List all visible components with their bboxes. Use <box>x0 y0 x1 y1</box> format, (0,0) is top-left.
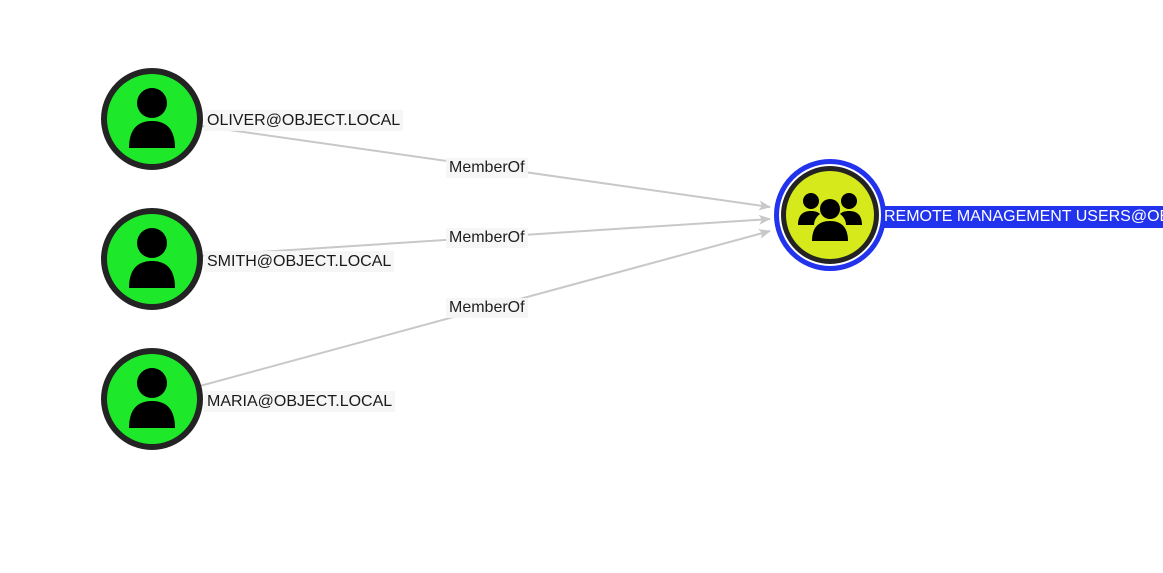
user-node-smith[interactable] <box>101 208 203 310</box>
group-icon <box>798 193 862 241</box>
user-icon <box>129 228 175 288</box>
user-icon <box>129 88 175 148</box>
user-node-maria[interactable] <box>101 348 203 450</box>
user-icon <box>129 368 175 428</box>
user-node-oliver[interactable] <box>101 68 203 170</box>
edge-label-oliver: MemberOf <box>446 158 528 178</box>
user-label-smith: SMITH@OBJECT.LOCAL <box>204 251 395 272</box>
edge-label-maria: MemberOf <box>446 298 528 318</box>
group-label-remote-management-users: REMOTE MANAGEMENT USERS@OBJECT.LOCAL <box>881 206 1163 228</box>
user-label-oliver: OLIVER@OBJECT.LOCAL <box>204 110 404 131</box>
user-label-maria: MARIA@OBJECT.LOCAL <box>204 391 396 412</box>
group-node-remote-management-users[interactable] <box>774 159 886 271</box>
group-node-inner <box>781 166 879 264</box>
edge-label-smith: MemberOf <box>446 228 528 248</box>
